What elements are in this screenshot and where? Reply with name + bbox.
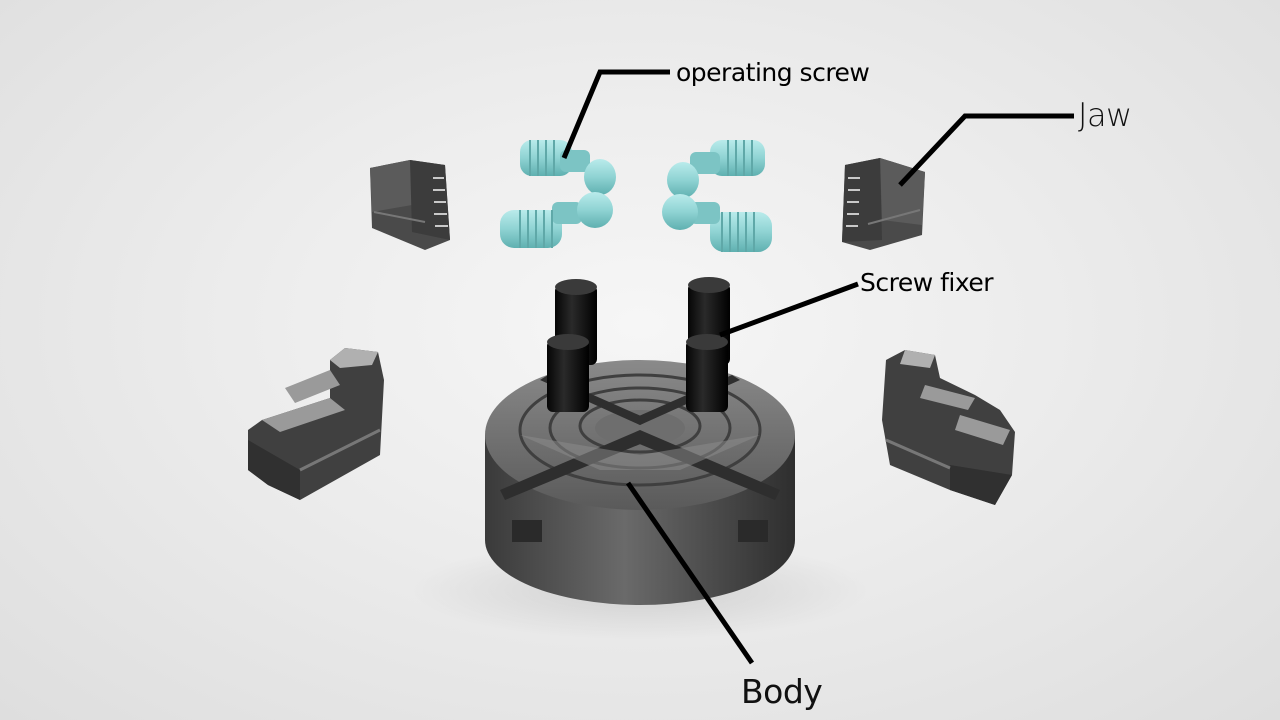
operating-screw-3 <box>667 140 765 198</box>
leader-operating-screw <box>561 69 670 159</box>
label-screw-fixer: Screw fixer <box>860 268 994 297</box>
label-body: Body <box>741 672 823 711</box>
small-jaw-left <box>370 160 450 250</box>
label-jaw: Jaw <box>1078 96 1132 134</box>
leader-screw-fixer <box>719 281 859 338</box>
chuck-body <box>485 360 795 605</box>
stepped-jaw-left <box>248 348 384 500</box>
operating-screw-1 <box>520 140 616 195</box>
operating-screw-4 <box>662 194 772 252</box>
leader-body <box>625 481 755 665</box>
stepped-jaw-right <box>882 350 1015 505</box>
operating-screw-2 <box>500 192 613 248</box>
screw-fixer-2 <box>547 334 589 412</box>
screw-fixer-4 <box>686 334 728 412</box>
label-operating-screw: operating screw <box>676 58 870 87</box>
leader-jaw <box>898 113 1074 187</box>
